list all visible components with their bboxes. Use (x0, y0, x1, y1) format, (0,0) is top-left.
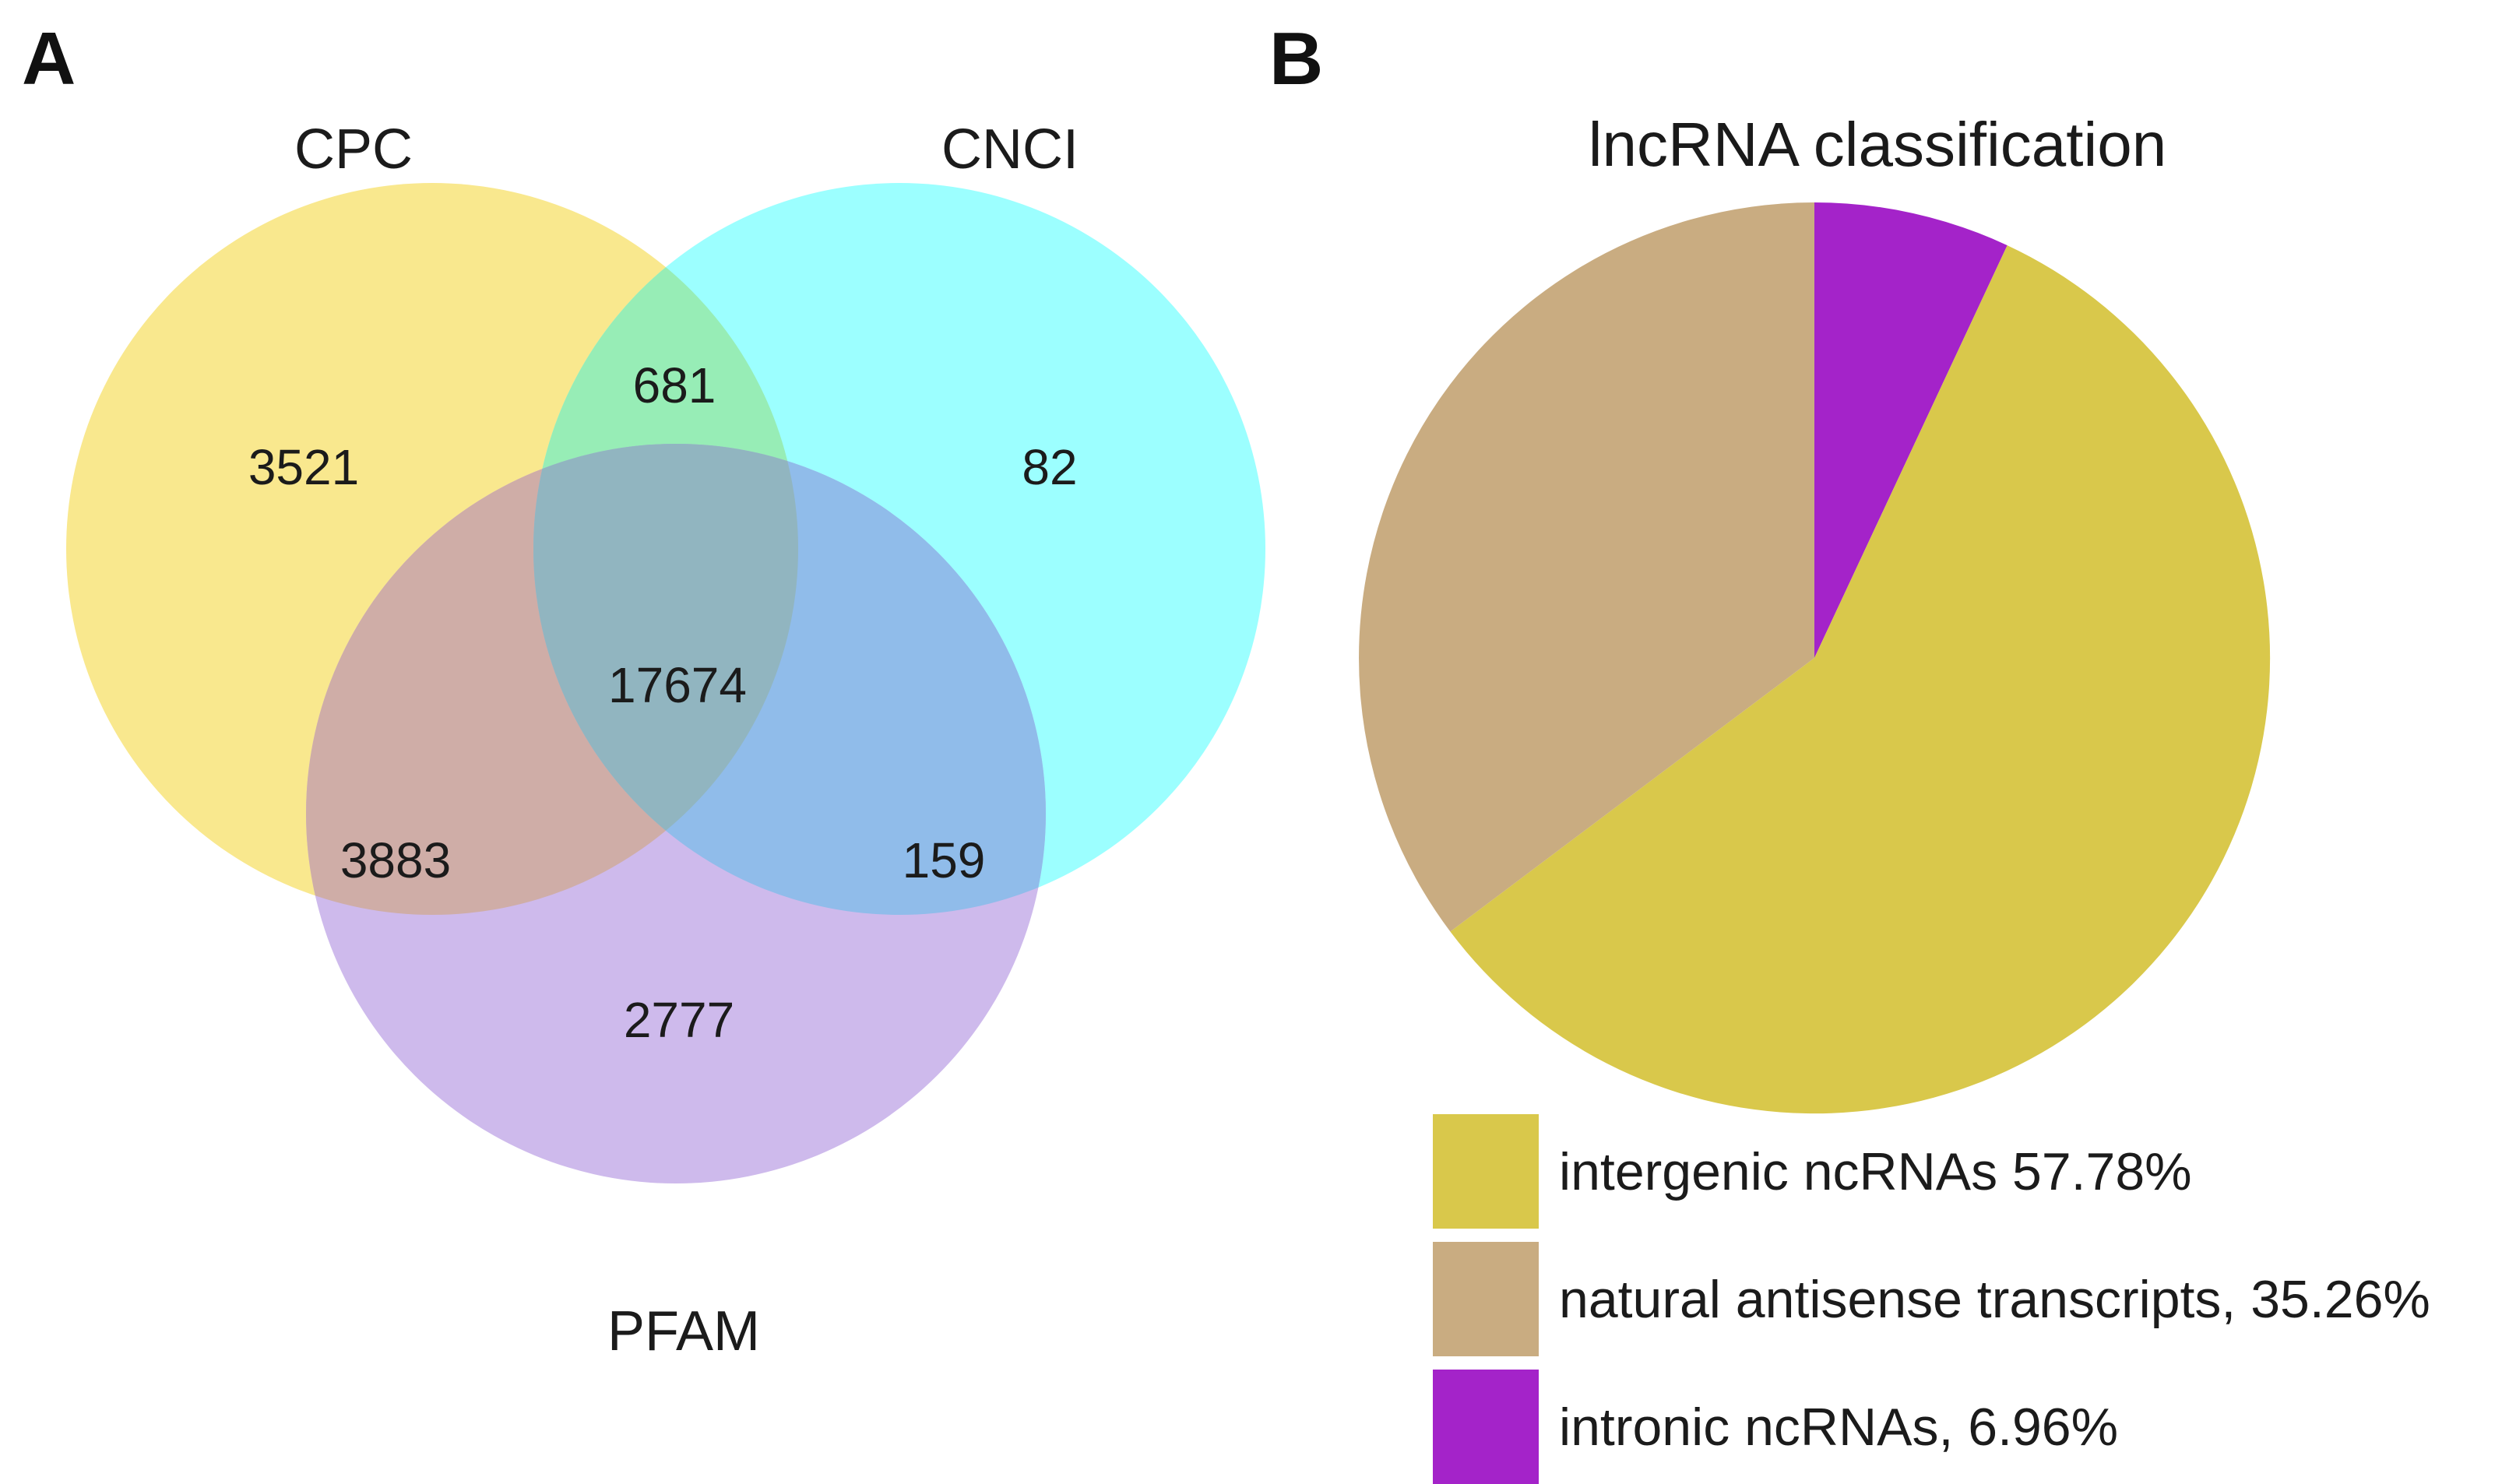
venn-overlap-all (533, 444, 798, 915)
venn-count-pfam-only: 2777 (624, 992, 734, 1048)
venn-count-cnci-only: 82 (1022, 439, 1077, 495)
pie-slice-intergenic-ncRNAs (1450, 245, 2271, 1114)
venn-count-cnci-pfam: 159 (903, 832, 986, 888)
venn-label-cpc: CPC (294, 118, 413, 181)
pie-legend: intergenic ncRNAs 57.78% natural antisen… (1433, 1114, 2430, 1484)
venn-count-cpc-only: 3521 (248, 439, 359, 495)
panel-a-letter: A (22, 17, 76, 100)
pie-chart (1359, 202, 2271, 1114)
venn-diagram: CPC CNCI PFAM 3521 82 2777 681 3883 159 … (66, 118, 1265, 1363)
panel-b-letter: B (1269, 17, 1324, 100)
legend-label-intergenic: intergenic ncRNAs 57.78% (1559, 1141, 2192, 1201)
legend-row-intronic: intronic ncRNAs, 6.96% (1433, 1370, 2430, 1484)
legend-row-intergenic: intergenic ncRNAs 57.78% (1433, 1114, 2430, 1229)
panel-a-venn: A CPC CNCI PFAM 3521 82 (22, 17, 1265, 1363)
legend-label-intronic: intronic ncRNAs, 6.96% (1559, 1397, 2119, 1457)
venn-count-cpc-pfam: 3883 (340, 832, 451, 888)
legend-label-natural-antisense: natural antisense transcripts, 35.26% (1559, 1269, 2430, 1329)
legend-swatch-natural-antisense (1433, 1242, 1539, 1356)
legend-swatch-intronic (1433, 1370, 1539, 1484)
pie-slice-natural-antisense-transcripts (1359, 202, 1814, 932)
venn-label-cnci: CNCI (941, 118, 1079, 181)
venn-label-pfam: PFAM (607, 1300, 760, 1363)
venn-count-all: 17674 (608, 657, 747, 713)
panel-b-pie: B lncRNA classification intergenic ncRNA… (1246, 0, 2509, 1484)
pie-slice-intronic-ncRNAs (1814, 202, 2008, 658)
pie-chart-title: lncRNA classification (1588, 110, 2167, 179)
legend-swatch-intergenic (1433, 1114, 1539, 1229)
venn-count-cpc-cnci: 681 (633, 357, 716, 413)
legend-row-natural-antisense: natural antisense transcripts, 35.26% (1433, 1242, 2430, 1356)
